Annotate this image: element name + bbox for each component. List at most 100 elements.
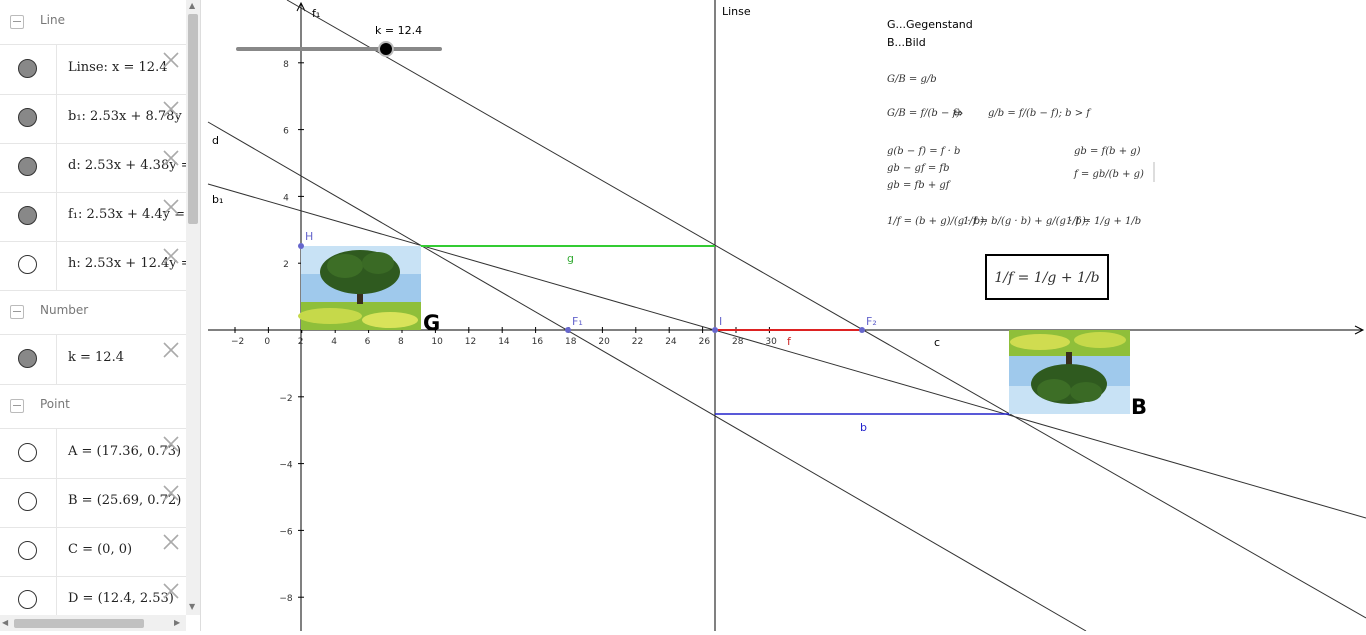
delete-icon[interactable]: [162, 484, 180, 502]
point-item-row[interactable]: C = (0, 0): [0, 527, 186, 577]
visibility-toggle-icon[interactable]: [18, 443, 37, 462]
line-item-row[interactable]: d: 2.53x + 4.38y =: [0, 143, 186, 193]
point-item-row[interactable]: A = (17.36, 0.73): [0, 429, 186, 479]
formula-4c: gb = fb + gf: [887, 180, 952, 191]
visibility-toggle-icon[interactable]: [18, 108, 37, 127]
collapse-icon[interactable]: [10, 15, 24, 29]
y-tick-label: 4: [283, 193, 289, 203]
x-tick-label: 28: [732, 337, 744, 347]
scroll-thumb[interactable]: [188, 14, 198, 224]
delete-icon[interactable]: [162, 582, 180, 600]
x-tick-label: 0: [264, 337, 270, 347]
scroll-right-icon[interactable]: ▶: [174, 618, 181, 627]
delete-icon[interactable]: [162, 247, 180, 265]
row-divider: [56, 241, 57, 290]
row-divider: [56, 527, 57, 576]
formula-3: g/b = f/(b − f); b > f: [988, 108, 1092, 119]
formula-4b: gb − gf = fb: [887, 163, 949, 174]
category-number[interactable]: Number: [0, 290, 186, 335]
row-divider: [56, 429, 57, 478]
object-definition[interactable]: B = (25.69, 0.72): [68, 493, 182, 508]
object-definition[interactable]: h: 2.53x + 12.4y =: [68, 256, 186, 271]
row-divider: [56, 478, 57, 527]
slider-k[interactable]: k = 12.4: [236, 24, 442, 57]
point-F1[interactable]: [565, 327, 571, 333]
x-tick-label: −2: [231, 337, 244, 347]
formula-5b: f = gb/(b + g): [1073, 169, 1144, 180]
object-definition[interactable]: f₁: 2.53x + 4.4y = 4: [68, 207, 186, 222]
delete-icon[interactable]: [162, 533, 180, 551]
object-tree-image[interactable]: [298, 246, 421, 330]
y-axis-arrow-icon: [296, 1, 306, 12]
delete-icon[interactable]: [162, 341, 180, 359]
point-H-label: H: [305, 230, 313, 243]
point-item-row[interactable]: B = (25.69, 0.72): [0, 478, 186, 528]
visibility-toggle-icon[interactable]: [18, 492, 37, 511]
lens-equation: 1/f = 1/g + 1/b: [994, 270, 1099, 286]
category-label: Number: [40, 303, 89, 317]
horizontal-scrollbar[interactable]: ◀ ▶: [0, 615, 186, 631]
algebra-panel: Line Linse: x = 12.4 b₁: 2.53x + 8.78y = d…: [0, 0, 201, 631]
line-d[interactable]: [207, 121, 1087, 632]
visibility-toggle-icon[interactable]: [18, 541, 37, 560]
y-tick-label: −8: [279, 594, 293, 604]
category-label: Point: [40, 397, 70, 411]
row-divider: [56, 576, 57, 625]
line-f1-label: f₁: [312, 7, 320, 20]
scroll-down-icon[interactable]: ▼: [189, 602, 196, 611]
point-I[interactable]: [712, 327, 718, 333]
scroll-up-icon[interactable]: ▲: [189, 1, 196, 10]
line-item-row[interactable]: b₁: 2.53x + 8.78y =: [0, 94, 186, 144]
line-item-row[interactable]: Linse: x = 12.4: [0, 45, 186, 95]
line-d-label: d: [212, 134, 219, 147]
visibility-toggle-icon[interactable]: [18, 349, 37, 368]
object-definition[interactable]: b₁: 2.53x + 8.78y =: [68, 109, 186, 124]
collapse-icon[interactable]: [10, 305, 24, 319]
category-point[interactable]: Point: [0, 384, 186, 429]
object-definition[interactable]: D = (12.4, 2.53): [68, 591, 174, 606]
object-definition[interactable]: d: 2.53x + 4.38y =: [68, 158, 186, 173]
visibility-toggle-icon[interactable]: [18, 157, 37, 176]
category-line[interactable]: Line: [0, 0, 186, 45]
segment-f-label: f: [787, 335, 792, 348]
object-definition[interactable]: Linse: x = 12.4: [68, 60, 168, 75]
x-axis-arrow-icon: [1354, 325, 1365, 335]
x-tick-label: 30: [765, 337, 777, 347]
visibility-toggle-icon[interactable]: [18, 255, 37, 274]
delete-icon[interactable]: [162, 51, 180, 69]
line-b1[interactable]: [207, 183, 1366, 519]
number-item-row[interactable]: k = 12.4: [0, 335, 186, 385]
delete-icon[interactable]: [162, 435, 180, 453]
delete-icon[interactable]: [162, 198, 180, 216]
visibility-toggle-icon[interactable]: [18, 206, 37, 225]
x-tick-label: 24: [665, 337, 677, 347]
scroll-left-icon[interactable]: ◀: [2, 618, 9, 627]
object-definition[interactable]: k = 12.4: [68, 350, 124, 365]
visibility-toggle-icon[interactable]: [18, 59, 37, 78]
slider-handle[interactable]: [380, 43, 392, 55]
line-item-row[interactable]: h: 2.53x + 12.4y =: [0, 241, 186, 291]
visibility-toggle-icon[interactable]: [18, 590, 37, 609]
line-f1[interactable]: [286, 0, 1366, 619]
line-item-row[interactable]: f₁: 2.53x + 4.4y = 4: [0, 192, 186, 242]
scroll-thumb[interactable]: [14, 619, 144, 628]
object-definition[interactable]: C = (0, 0): [68, 542, 133, 557]
point-H[interactable]: [298, 243, 304, 249]
point-F1-label: F₁: [572, 315, 583, 328]
line-b1-label: b₁: [212, 193, 223, 206]
x-tick-label: 26: [699, 337, 711, 347]
equivalence-arrow-icon: ⇔: [953, 106, 963, 120]
delete-icon[interactable]: [162, 149, 180, 167]
vertical-scrollbar[interactable]: ▲ ▼: [186, 0, 200, 615]
row-divider: [56, 143, 57, 192]
segment-b-label: b: [860, 421, 867, 434]
delete-icon[interactable]: [162, 100, 180, 118]
y-tick-label: 6: [283, 127, 289, 137]
row-divider: [56, 94, 57, 143]
point-F2[interactable]: [859, 327, 865, 333]
image-tree-inverted[interactable]: [1009, 330, 1130, 414]
collapse-icon[interactable]: [10, 399, 24, 413]
object-definition[interactable]: A = (17.36, 0.73): [68, 444, 182, 459]
